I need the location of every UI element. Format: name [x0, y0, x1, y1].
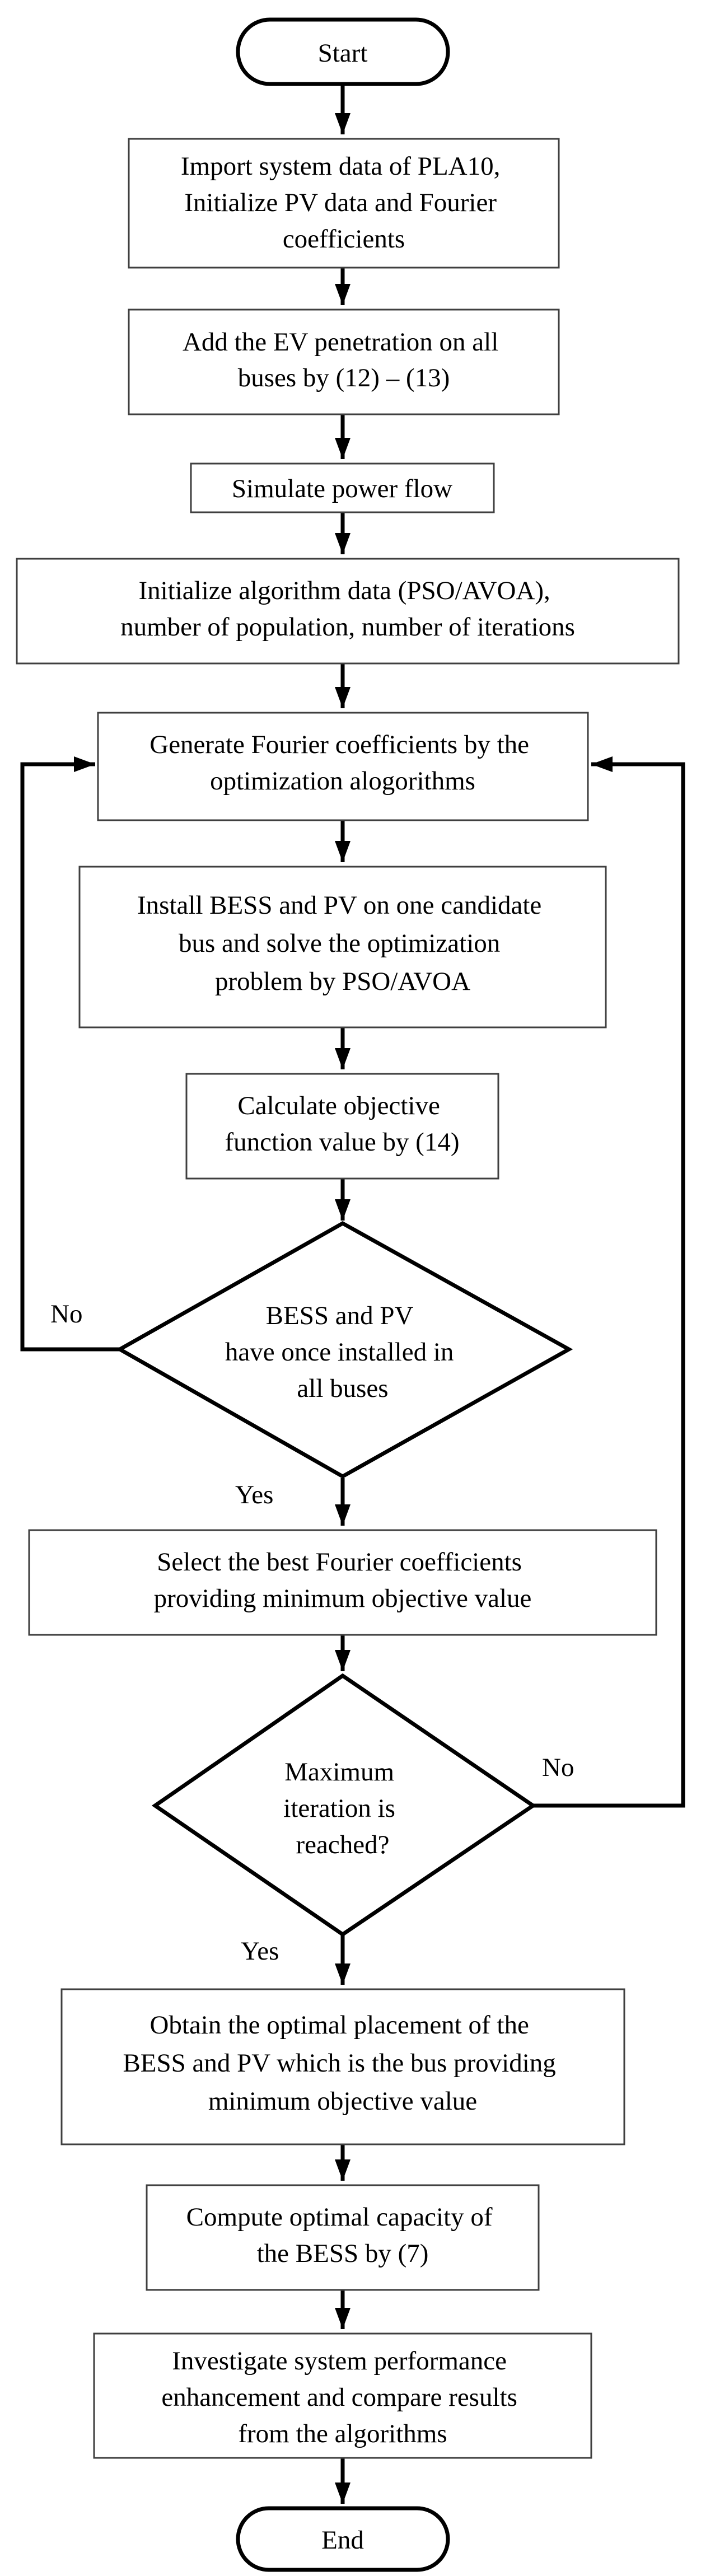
- decision-1-line-1: BESS and PV: [266, 1301, 414, 1330]
- add-ev-line-1: Add the EV penetration on all: [183, 328, 498, 357]
- add-ev-line-2: buses by (12) – (13): [238, 363, 450, 392]
- install-line-1: Install BESS and PV on one candidate: [137, 891, 541, 920]
- svg-text:Add the EV penetration on all: Add the EV penetration on all buses by (…: [183, 328, 505, 392]
- investigate-line-1: Investigate system performance: [172, 2346, 507, 2376]
- obtain-line-1: Obtain the optimal placement of the: [149, 2011, 529, 2040]
- decision-2-line-2: iteration is: [283, 1794, 395, 1823]
- label-yes-1: Yes: [235, 1480, 273, 1509]
- obtain-line-2: BESS and PV which is the bus providing: [123, 2049, 555, 2078]
- svg-text:BESS and PV have once in: BESS and PV have once installed in all b…: [225, 1301, 460, 1403]
- process-compute: Compute optimal capacity of the BESS by …: [146, 2184, 540, 2291]
- process-init-algorithm: Initialize algorithm data (PSO/AVOA), nu…: [16, 558, 680, 665]
- import-line-3: coefficients: [283, 225, 405, 254]
- svg-text:Compute optimal capacity of: Compute optimal capacity of the BESS by …: [186, 2203, 499, 2268]
- install-line-3: problem by PSO/AVOA: [215, 967, 470, 996]
- init-line-2: number of population, number of iteratio…: [120, 613, 575, 642]
- import-line-2: Initialize PV data and Fourier: [184, 188, 497, 217]
- simulate-label: Simulate power flow: [232, 474, 452, 503]
- start-label: Start: [318, 39, 368, 68]
- end-terminator: End: [236, 2506, 450, 2572]
- connectors: [20, 84, 685, 2504]
- init-line-1: Initialize algorithm data (PSO/AVOA),: [138, 576, 550, 605]
- svg-text:Import system data of PLA10,: Import system data of PLA10, Initialize …: [181, 152, 507, 254]
- select-line-1: Select the best Fourier coefficients: [157, 1548, 522, 1577]
- svg-text:Install BESS and PV on one can: Install BESS and PV on one candidate bus…: [137, 891, 548, 996]
- svg-text:Calculate objective func: Calculate objective function value by (1…: [225, 1091, 460, 1157]
- generate-line-1: Generate Fourier coefficients by the: [149, 730, 529, 759]
- import-line-1: Import system data of PLA10,: [181, 152, 500, 181]
- calculate-line-2: function value by (14): [225, 1128, 460, 1157]
- process-import-data: Import system data of PLA10, Initialize …: [128, 138, 560, 269]
- decision-2-line-1: Maximum: [284, 1757, 394, 1787]
- svg-text:Investigate system performance: Investigate system performance enhanceme…: [161, 2346, 524, 2448]
- start-terminator: Start: [236, 17, 450, 86]
- process-generate: Generate Fourier coefficients by the opt…: [97, 712, 589, 821]
- investigate-line-3: from the algorithms: [238, 2419, 447, 2448]
- svg-text:Maximum iteration is: Maximum iteration is reached?: [283, 1757, 401, 1859]
- label-no-left: No: [50, 1299, 82, 1329]
- decision-1-line-2: have once installed in: [225, 1338, 454, 1367]
- obtain-line-3: minimum objective value: [208, 2087, 477, 2116]
- process-select-best: Select the best Fourier coefficients pro…: [28, 1529, 657, 1636]
- process-add-ev: Add the EV penetration on all buses by (…: [128, 308, 560, 415]
- svg-text:Obtain the optimal placement o: Obtain the optimal placement of the BESS…: [123, 2011, 562, 2116]
- process-simulate: Simulate power flow: [190, 462, 495, 513]
- compute-line-1: Compute optimal capacity of: [186, 2203, 493, 2232]
- svg-text:Select the best Fourier coeffi: Select the best Fourier coefficients pro…: [154, 1548, 532, 1613]
- process-calculate: Calculate objective function value by (1…: [185, 1073, 499, 1180]
- decision-max-iteration: Maximum iteration is reached?: [151, 1673, 537, 1937]
- decision-installed-all-buses: BESS and PV have once installed in all b…: [115, 1221, 573, 1479]
- process-install: Install BESS and PV on one candidate bus…: [78, 866, 607, 1028]
- generate-line-2: optimization alogorithms: [210, 766, 475, 796]
- svg-text:Initialize algorithm data (PSO: Initialize algorithm data (PSO/AVOA), nu…: [120, 576, 575, 642]
- calculate-line-1: Calculate objective: [237, 1091, 440, 1120]
- decision-1-line-3: all buses: [297, 1374, 388, 1403]
- process-obtain: Obtain the optimal placement of the BESS…: [60, 1988, 625, 2145]
- label-no-right: No: [542, 1753, 574, 1782]
- loop-no-to-generate: [20, 756, 120, 1352]
- end-label: End: [321, 2526, 364, 2555]
- investigate-line-2: enhancement and compare results: [161, 2383, 517, 2412]
- install-line-2: bus and solve the optimization: [179, 929, 500, 958]
- select-line-2: providing minimum objective value: [154, 1584, 532, 1613]
- label-yes-2: Yes: [241, 1937, 279, 1966]
- process-investigate: Investigate system performance enhanceme…: [93, 2332, 592, 2459]
- compute-line-2: the BESS by (7): [257, 2239, 429, 2268]
- decision-2-line-3: reached?: [296, 1830, 390, 1859]
- svg-text:Generate Fourier coefficients: Generate Fourier coefficients by the opt…: [149, 730, 536, 796]
- loop-no-to-generate-right: [533, 756, 685, 1808]
